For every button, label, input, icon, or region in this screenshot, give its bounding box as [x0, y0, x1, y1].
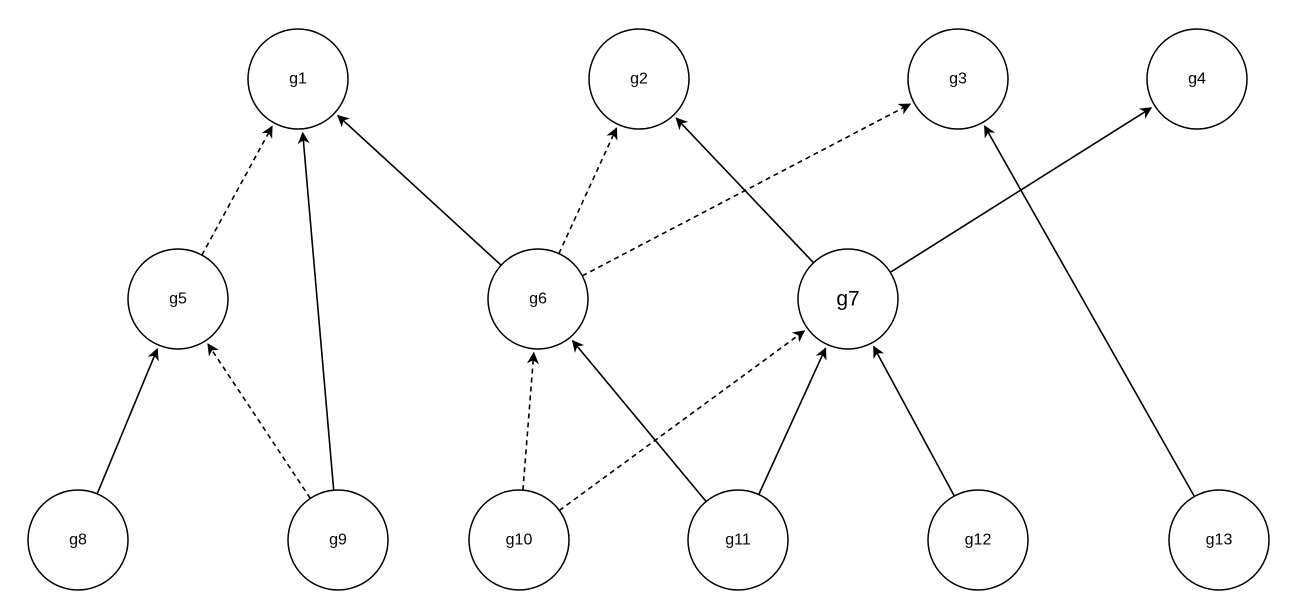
node-g8: g8 — [27, 489, 129, 591]
node-g12: g12 — [927, 489, 1029, 591]
edge-g13-to-g3 — [983, 125, 1196, 497]
node-circle-g13 — [1168, 489, 1270, 591]
edge-g10-to-g7 — [558, 330, 806, 512]
node-circle-g8 — [27, 489, 129, 591]
node-label-g7: g7 — [836, 288, 859, 311]
edge-g8-to-g5 — [96, 347, 159, 495]
node-circle-g5 — [127, 248, 229, 350]
node-label-g13: g13 — [1206, 532, 1233, 549]
node-label-g9: g9 — [329, 532, 347, 549]
node-circle-g12 — [927, 489, 1029, 591]
node-g3: g3 — [907, 28, 1009, 130]
node-circle-g10 — [468, 489, 570, 591]
edge-g6-to-g3 — [581, 103, 912, 277]
node-label-g10: g10 — [506, 532, 533, 549]
edge-g6-to-g2 — [558, 127, 618, 254]
node-g9: g9 — [287, 489, 389, 591]
node-circle-g2 — [588, 28, 690, 130]
node-label-g3: g3 — [949, 71, 967, 88]
node-g6: g6 — [487, 248, 589, 350]
node-circle-g11 — [687, 489, 789, 591]
node-label-g1: g1 — [289, 71, 307, 88]
node-g1: g1 — [247, 28, 349, 130]
edge-g11-to-g6 — [571, 339, 707, 503]
node-g2: g2 — [588, 28, 690, 130]
node-label-g12: g12 — [965, 532, 992, 549]
node-g5: g5 — [127, 248, 229, 350]
node-circle-g7 — [797, 248, 899, 350]
node-label-g8: g8 — [69, 532, 87, 549]
node-g10: g10 — [468, 489, 570, 591]
node-circle-g1 — [247, 28, 349, 130]
node-circle-g6 — [487, 248, 589, 350]
node-label-g11: g11 — [725, 532, 751, 549]
node-label-g4: g4 — [1188, 71, 1206, 88]
edge-g10-to-g6 — [522, 351, 539, 491]
node-label-g5: g5 — [169, 291, 187, 308]
node-label-g2: g2 — [630, 71, 648, 88]
edge-g9-to-g1 — [297, 131, 335, 491]
node-circle-g9 — [287, 489, 389, 591]
node-g13: g13 — [1168, 489, 1270, 591]
node-g7: g7 — [797, 248, 899, 350]
edge-g5-to-g1 — [201, 125, 273, 256]
edges-layer — [96, 103, 1196, 512]
edge-g12-to-g7 — [872, 345, 956, 497]
node-label-g6: g6 — [529, 291, 547, 308]
node-circle-g3 — [907, 28, 1009, 130]
node-circle-g4 — [1146, 28, 1248, 130]
node-g4: g4 — [1146, 28, 1248, 130]
edge-g7-to-g2 — [675, 117, 815, 264]
edge-g11-to-g7 — [758, 347, 827, 495]
edge-g9-to-g5 — [207, 343, 311, 499]
edge-g6-to-g1 — [337, 114, 502, 266]
nodes-layer: g1 g2 g3 g4 g5 g6 g7 g8 g9 g10 g11 g12 g13 — [27, 28, 1270, 591]
node-g11: g11 — [687, 489, 789, 591]
